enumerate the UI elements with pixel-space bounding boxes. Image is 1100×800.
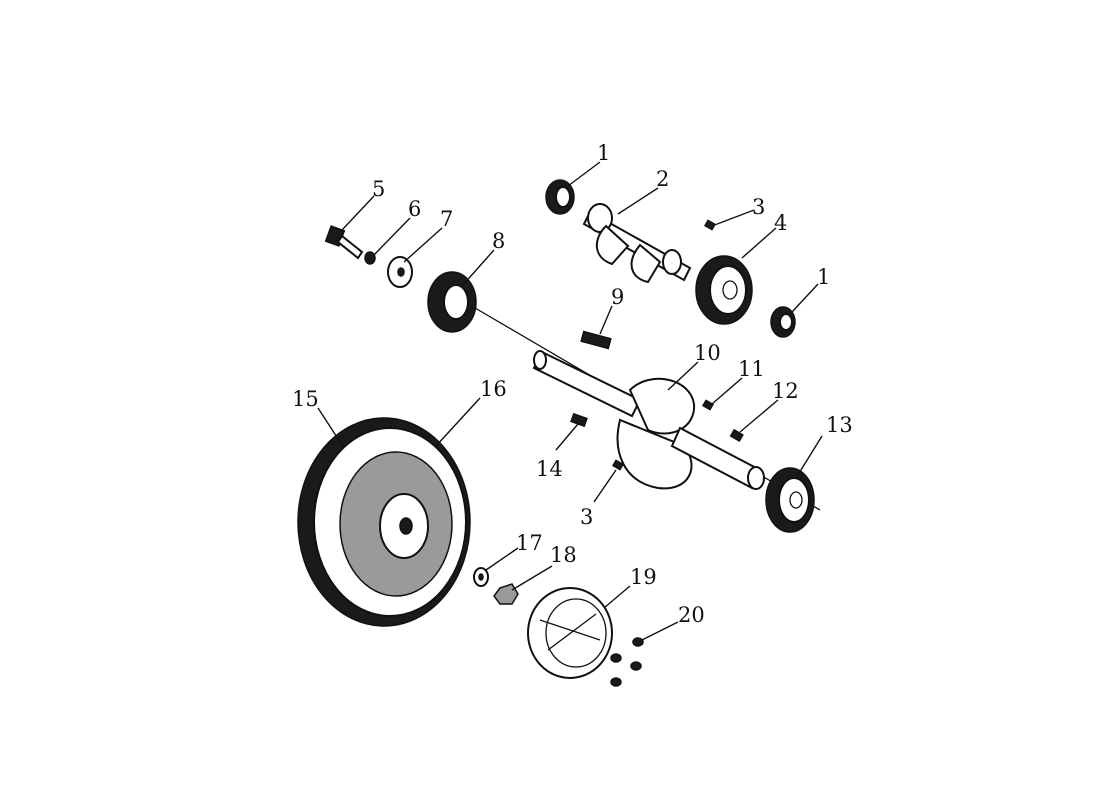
leader-lines — [317, 161, 823, 641]
part-bolt — [324, 225, 364, 260]
callout-3-lower: 3 — [580, 505, 593, 529]
part-lock-washer — [364, 251, 376, 265]
part-washer-17 — [473, 567, 489, 587]
callout-19: 19 — [630, 565, 657, 589]
part-bearing-upper — [545, 179, 575, 215]
callout-3-upper: 3 — [752, 195, 765, 219]
callout-8: 8 — [492, 229, 505, 253]
part-drive-gear — [765, 467, 815, 533]
part-pin-lower — [612, 459, 624, 471]
callout-numbers: 1 2 3 4 1 5 6 7 8 9 10 11 12 13 14 3 15 … — [292, 141, 853, 627]
callout-18: 18 — [550, 543, 577, 567]
part-flywheel — [297, 417, 471, 627]
part-bearing-lower — [770, 306, 796, 338]
callout-7: 7 — [440, 207, 453, 231]
callout-2: 2 — [656, 167, 669, 191]
callout-6: 6 — [408, 197, 421, 221]
part-nut — [493, 583, 519, 605]
part-crankshaft — [532, 350, 765, 490]
part-flat-washer — [387, 256, 413, 288]
part-pin-upper — [704, 219, 716, 231]
part-cam-gear — [695, 255, 753, 325]
callout-20: 20 — [678, 603, 705, 627]
callout-13: 13 — [826, 413, 853, 437]
callout-9: 9 — [611, 285, 624, 309]
callout-11: 11 — [738, 357, 765, 381]
callout-1-lower: 1 — [817, 265, 830, 289]
callout-15: 15 — [292, 387, 319, 411]
callout-14: 14 — [536, 457, 563, 481]
part-key-12 — [729, 428, 744, 442]
part-pin-11 — [702, 399, 714, 411]
callout-16: 16 — [480, 377, 507, 401]
callout-10: 10 — [694, 341, 721, 365]
part-starter-cup — [527, 587, 613, 679]
callout-5: 5 — [372, 177, 385, 201]
callout-4: 4 — [774, 211, 787, 235]
part-key — [580, 330, 612, 350]
callout-1-upper: 1 — [597, 141, 610, 165]
part-screws — [610, 637, 644, 687]
part-camshaft — [582, 203, 692, 284]
callout-17: 17 — [516, 531, 543, 555]
part-crank-gear — [427, 271, 477, 333]
callout-12: 12 — [772, 379, 799, 403]
part-key-14 — [570, 412, 588, 428]
